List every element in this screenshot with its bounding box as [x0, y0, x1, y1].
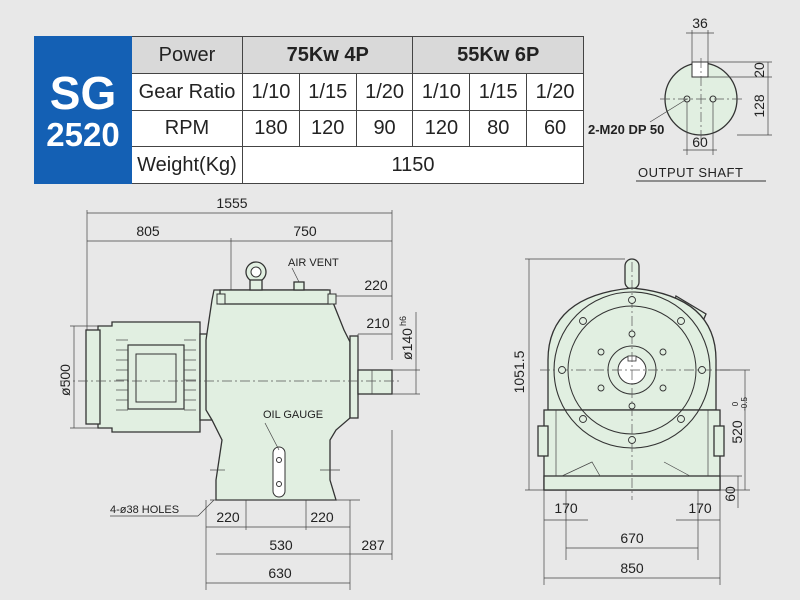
rpm-cell: 120: [412, 109, 471, 148]
lifting-eye-hole: [250, 266, 262, 278]
output-shaft-title: OUTPUT SHAFT: [638, 165, 743, 180]
base-right-dim: 220: [310, 509, 334, 525]
model-number: 2520: [46, 115, 120, 153]
oil-gauge: [272, 446, 286, 498]
rib-detail: [663, 461, 691, 477]
weight-label: Weight(Kg): [131, 146, 243, 184]
spec-table: SG 2520 Power 75Kw 4P 55Kw 6P Gear Ratio…: [34, 36, 584, 184]
rib-detail: [561, 461, 601, 477]
motor-length-dim: 805: [136, 223, 160, 239]
power-group-2: 55Kw 6P: [412, 36, 584, 74]
inner-bolt: [659, 348, 667, 356]
ratio-cell: 1/15: [469, 72, 528, 111]
flange-bolt: [677, 415, 685, 423]
ratio-cell: 1/15: [298, 72, 357, 111]
base-total-dim: 630: [268, 565, 292, 581]
side-plug: [713, 425, 725, 457]
flange-bolt: [579, 317, 587, 325]
front-view: 1051.5: [511, 258, 750, 585]
inner-bolt: [659, 384, 667, 392]
holes-note: 4-ø38 HOLES: [110, 504, 179, 516]
gear-ratio-label: Gear Ratio: [131, 72, 243, 111]
flange-bolt: [579, 415, 587, 423]
hole-spacing-dim: 670: [620, 530, 644, 546]
cover-bolt: [216, 293, 226, 305]
bolt-spacing-dim: 60: [692, 134, 708, 150]
flange-bolt: [698, 366, 706, 374]
center-height-dim: 520: [729, 420, 745, 444]
flange-bolt: [628, 436, 636, 444]
rpm-cell: 90: [355, 109, 414, 148]
shaft-projection-dim: 220: [364, 277, 388, 293]
shaft-width-dim: 36: [692, 15, 708, 31]
lifting-eye-base: [249, 279, 263, 291]
side-view: 1555 805 750 ø500: [57, 195, 420, 590]
total-height-dim: 1051.5: [511, 350, 527, 393]
ratio-cell: 1/20: [355, 72, 414, 111]
shaft-length-dim: 210: [366, 315, 390, 331]
inner-bolt: [597, 384, 605, 392]
total-length-dim: 1555: [216, 195, 247, 211]
air-vent-label: AIR VENT: [288, 257, 339, 269]
output-shaft: [357, 369, 393, 395]
terminal-box: [127, 344, 185, 410]
side-plug: [537, 425, 549, 457]
inner-bolt: [628, 402, 636, 410]
flange-bolt: [628, 296, 636, 304]
base-overhang-dim: 287: [361, 537, 385, 553]
output-shaft-detail: 36 20 128 60 2-M20 DP 50 OUTPUT SHAFT: [588, 15, 772, 182]
flange-bolt: [558, 366, 566, 374]
reducer-top-cover: [219, 289, 331, 305]
flange-bolt: [677, 317, 685, 325]
inner-bolt: [597, 348, 605, 356]
foot-right-dim: 170: [688, 500, 712, 516]
shaft-depth-dim: 20: [751, 62, 767, 78]
model-series: SG: [49, 66, 117, 119]
shaft-height-dim: 128: [751, 94, 767, 118]
inner-bolt: [628, 330, 636, 338]
center-tol-upper: 0: [731, 401, 740, 406]
foot-left-dim: 170: [554, 500, 578, 516]
base-mid-dim: 530: [269, 537, 293, 553]
base-thickness-dim: 60: [722, 486, 738, 502]
model-badge: SG 2520: [34, 36, 132, 184]
air-vent-plug: [293, 281, 305, 291]
output-flange: [349, 335, 359, 419]
motor-fan-cover: [85, 329, 101, 425]
ratio-cell: 1/10: [242, 72, 300, 111]
reducer-length-dim: 750: [293, 223, 317, 239]
total-width-dim: 850: [620, 560, 644, 576]
base-left-dim: 220: [216, 509, 240, 525]
rpm-label: RPM: [131, 109, 243, 148]
shaft-keyway: [691, 61, 709, 78]
weight-value: 1150: [242, 146, 584, 184]
power-group-1: 75Kw 4P: [241, 36, 414, 74]
terminal-box-cover: [135, 353, 177, 403]
power-label: Power: [131, 36, 243, 74]
rpm-cell: 80: [469, 109, 528, 148]
ratio-cell: 1/20: [526, 72, 584, 111]
oil-gauge-label: OIL GAUGE: [263, 409, 323, 421]
rpm-cell: 60: [526, 109, 584, 148]
tap-note: 2-M20 DP 50: [588, 122, 664, 137]
shaft-dia-dim: ø140: [399, 328, 415, 360]
motor-dia-dim: ø500: [57, 364, 73, 396]
cover-bolt: [327, 293, 337, 305]
shaft-tolerance: h6: [398, 316, 408, 326]
center-tol-lower: -0.5: [740, 397, 749, 411]
